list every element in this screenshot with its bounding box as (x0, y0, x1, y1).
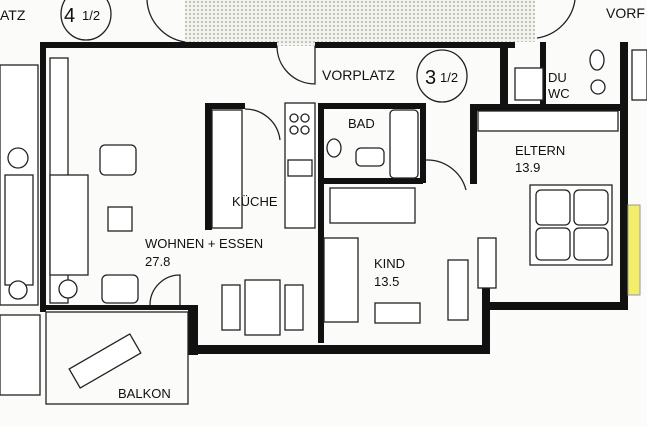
right-unit-partial-label: VORF (606, 5, 645, 21)
wohnen-essen-label: WOHNEN + ESSEN (145, 236, 263, 251)
eltern-label: ELTERN (515, 143, 565, 158)
svg-text:3: 3 (425, 67, 436, 89)
svg-text:1/2: 1/2 (82, 8, 100, 23)
bath-fixtures (326, 109, 467, 191)
door-swing-left-unit (146, 0, 186, 43)
eltern-area: 13.9 (515, 160, 540, 175)
balcony (45, 311, 189, 405)
left-unit-partial-label: ATZ (0, 7, 26, 23)
svg-text:1/2: 1/2 (440, 70, 458, 85)
du-label: DU (548, 70, 567, 85)
balkon-label: BALKON (118, 386, 171, 401)
stairwell (185, 0, 535, 42)
kitchen-fixtures (211, 102, 316, 229)
eltern-furniture (477, 110, 619, 289)
living-furniture (49, 57, 304, 336)
wohnen-area: 27.8 (145, 254, 170, 269)
kind-label: KIND (374, 256, 405, 271)
svg-text:4: 4 (64, 5, 75, 27)
kind-area: 13.5 (374, 274, 399, 289)
stairwell-entry (277, 42, 315, 46)
bad-label: BAD (348, 116, 375, 131)
du-wc-fixtures (514, 49, 647, 101)
neighbor-unit-left (0, 64, 41, 396)
kind-furniture (323, 187, 469, 324)
vorplatz-label: VORPLATZ (322, 67, 395, 83)
entry-door-swing (276, 45, 316, 85)
wc-label: WC (548, 86, 570, 101)
door-swing-right-unit (536, 0, 576, 39)
unit-number-badge: 3 1/2 (416, 49, 468, 103)
left-unit-number-badge: 4 1/2 (60, 0, 112, 41)
kueche-label: KÜCHE (232, 194, 278, 209)
highlight-marker (627, 204, 641, 296)
